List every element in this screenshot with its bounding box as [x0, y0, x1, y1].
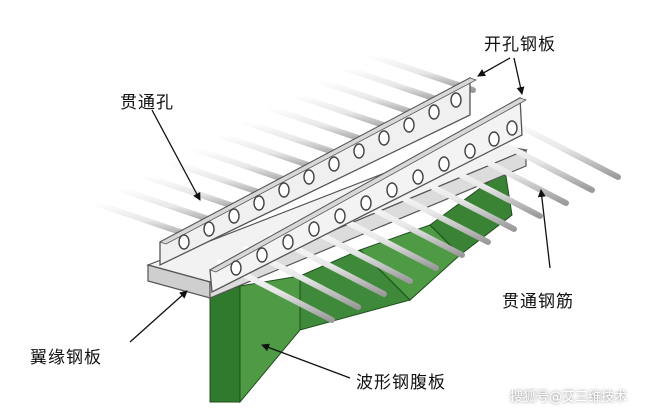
label-through-hole: 贯通孔: [120, 93, 174, 113]
leader-web-plate: [261, 343, 351, 379]
label-flange-plate: 翼缘钢板: [30, 348, 102, 368]
label-web-plate: 波形钢腹板: [356, 373, 446, 393]
perforated-plate-rear: [158, 76, 478, 267]
leader-flange-plate: [129, 290, 188, 343]
leader-lines: [129, 57, 551, 379]
label-perforated-plate: 开孔钢板: [484, 35, 556, 55]
label-through-rebar: 贯通钢筋: [502, 292, 574, 312]
leader-through-hole: [151, 109, 201, 201]
watermark: 搜狐号@艾三维技术: [510, 390, 628, 405]
leader-through-rebar: [537, 189, 551, 269]
perforated-plate-front: [209, 96, 527, 294]
leader-perforated-plate-front: [513, 57, 525, 95]
leader-perforated-plate-rear: [477, 57, 511, 77]
